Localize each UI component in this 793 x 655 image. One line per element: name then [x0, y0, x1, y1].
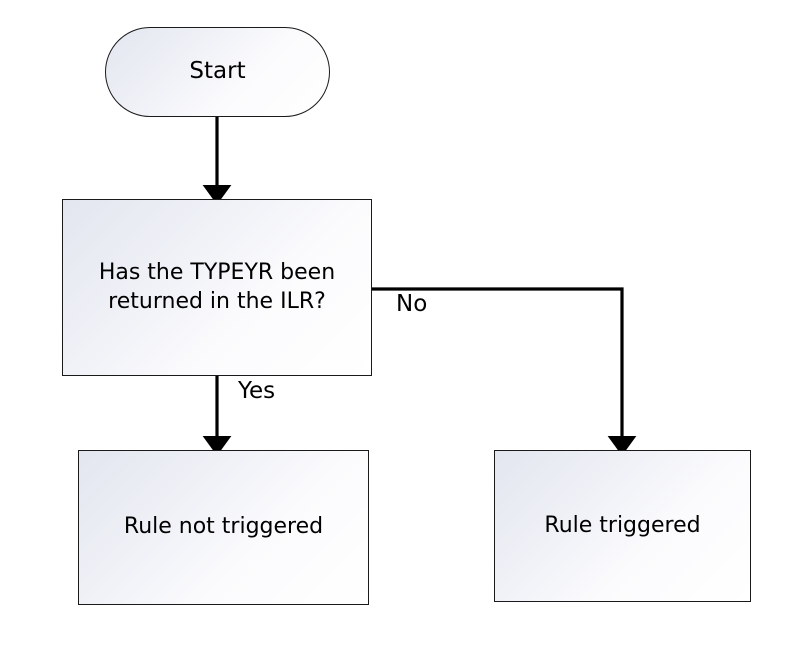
node-outcome-rule-triggered[interactable]: Rule triggered [494, 450, 751, 602]
node-start-label: Start [189, 58, 246, 85]
node-decision-label: Has the TYPEYR been returned in the ILR? [98, 259, 336, 314]
node-decision-typeyr-returned[interactable]: Has the TYPEYR been returned in the ILR? [62, 199, 372, 376]
edge-label-no: No [396, 291, 428, 317]
node-outcome-rule-not-triggered[interactable]: Rule not triggered [78, 450, 369, 605]
edge-label-yes: Yes [238, 378, 276, 404]
node-start[interactable]: Start [105, 27, 330, 117]
node-outcome-rule-triggered-label: Rule triggered [544, 512, 701, 538]
node-outcome-rule-not-triggered-label: Rule not triggered [123, 514, 324, 540]
edge-decision-no [372, 287, 637, 456]
